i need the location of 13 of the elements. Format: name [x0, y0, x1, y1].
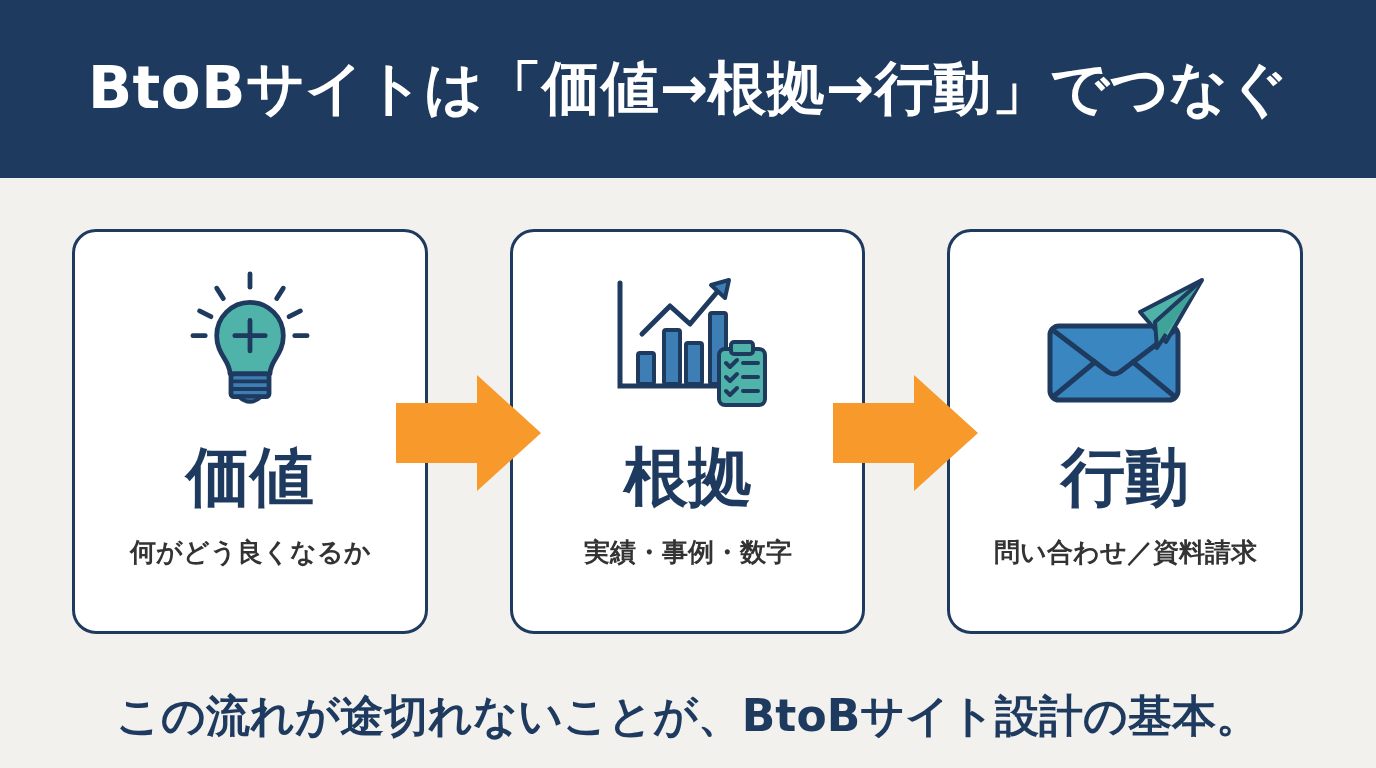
step-title: 行動	[1061, 442, 1189, 513]
step-card	[947, 229, 1303, 634]
step-description: 何がどう良くなるか	[128, 536, 372, 570]
step-description: 問い合わせ／資料請求	[992, 536, 1258, 570]
arrow	[833, 375, 978, 491]
step-description: 実績・事例・数字	[582, 536, 793, 570]
arrow	[396, 375, 541, 491]
step-card	[510, 229, 865, 634]
caption-text: この流れが途切れないことが、BtoBサイト設計の基本。	[115, 690, 1261, 743]
step-title: 価値	[186, 442, 314, 513]
step-card	[72, 229, 428, 634]
step-title: 根拠	[623, 442, 752, 513]
page-title: BtoBサイトは「価値→根拠→行動」でつなぐ	[87, 53, 1289, 124]
